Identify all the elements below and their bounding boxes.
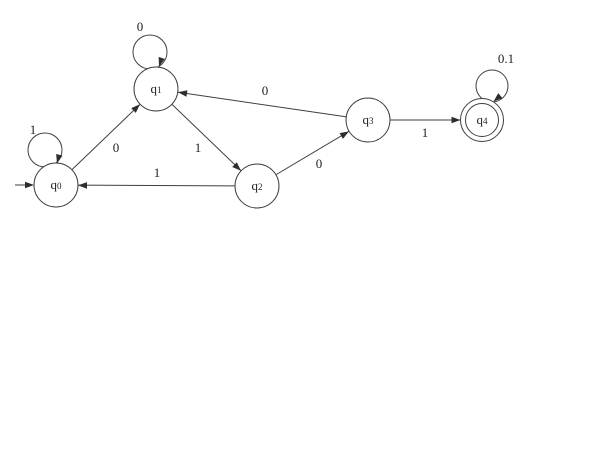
label-self-loop-q1: 0 bbox=[137, 19, 144, 34]
label-self-loop-q4: 0.1 bbox=[498, 51, 514, 66]
arrowhead-q1-q2 bbox=[232, 162, 241, 171]
self-loop-q4 bbox=[475, 69, 509, 103]
label-self-loop-q0: 1 bbox=[30, 122, 37, 137]
arrowhead-q2-q0 bbox=[78, 182, 87, 189]
state-label-q0: q0 bbox=[51, 177, 63, 192]
label-q2-q3: 0 bbox=[316, 156, 323, 171]
label-q1-q2: 1 bbox=[195, 140, 202, 155]
state-node-q1 bbox=[133, 66, 179, 112]
label-q0-q1: 0 bbox=[113, 140, 120, 155]
state-label-q4-sub: 4 bbox=[483, 116, 488, 126]
state-node-q4-inner bbox=[465, 103, 499, 137]
state-nodes bbox=[33, 66, 504, 209]
transition-line-q3-q1 bbox=[155, 88, 369, 121]
state-label-q3: q3 bbox=[363, 112, 375, 127]
label-q3-q4: 1 bbox=[422, 125, 429, 140]
state-label-q2: q2 bbox=[252, 178, 263, 193]
arrowhead-self-loop-q0 bbox=[56, 153, 63, 164]
state-label-q2-sub: 2 bbox=[258, 182, 263, 192]
state-label-q2-base: q bbox=[252, 178, 259, 193]
arrowhead-q0-q1 bbox=[131, 104, 140, 113]
initial-arrowhead bbox=[25, 181, 34, 189]
arrowheads bbox=[25, 56, 503, 189]
transition-line-q2-q0 bbox=[55, 184, 258, 187]
state-label-q1: q1 bbox=[151, 81, 162, 96]
state-node-q3 bbox=[345, 97, 391, 143]
state-node-q2 bbox=[234, 163, 280, 209]
state-label-q3-base: q bbox=[363, 112, 370, 127]
arrowhead-self-loop-q4 bbox=[493, 93, 503, 102]
state-label-q0-base: q bbox=[51, 177, 58, 192]
arrowhead-q3-q4 bbox=[451, 116, 461, 124]
state-label-q4: q4 bbox=[477, 112, 489, 127]
state-label-q4-base: q bbox=[477, 112, 484, 127]
self-loop-q1 bbox=[132, 34, 168, 70]
arrowhead-q2-q3 bbox=[339, 131, 349, 139]
arrowhead-self-loop-q1 bbox=[158, 56, 165, 67]
label-q2-q0: 1 bbox=[154, 165, 161, 180]
transition-labels: 1 0 0 1 1 0 0 1 0.1 bbox=[30, 19, 514, 180]
state-label-q1-base: q bbox=[151, 81, 158, 96]
state-label-q3-sub: 3 bbox=[369, 116, 374, 126]
state-label-q1-sub: 1 bbox=[157, 85, 162, 95]
self-loops bbox=[27, 34, 509, 168]
arrowhead-q3-q1 bbox=[178, 90, 188, 97]
state-label-q0-sub: 0 bbox=[57, 181, 62, 191]
label-q3-q1: 0 bbox=[262, 83, 269, 98]
state-labels: q0 q1 q2 q3 q4 bbox=[51, 81, 489, 193]
